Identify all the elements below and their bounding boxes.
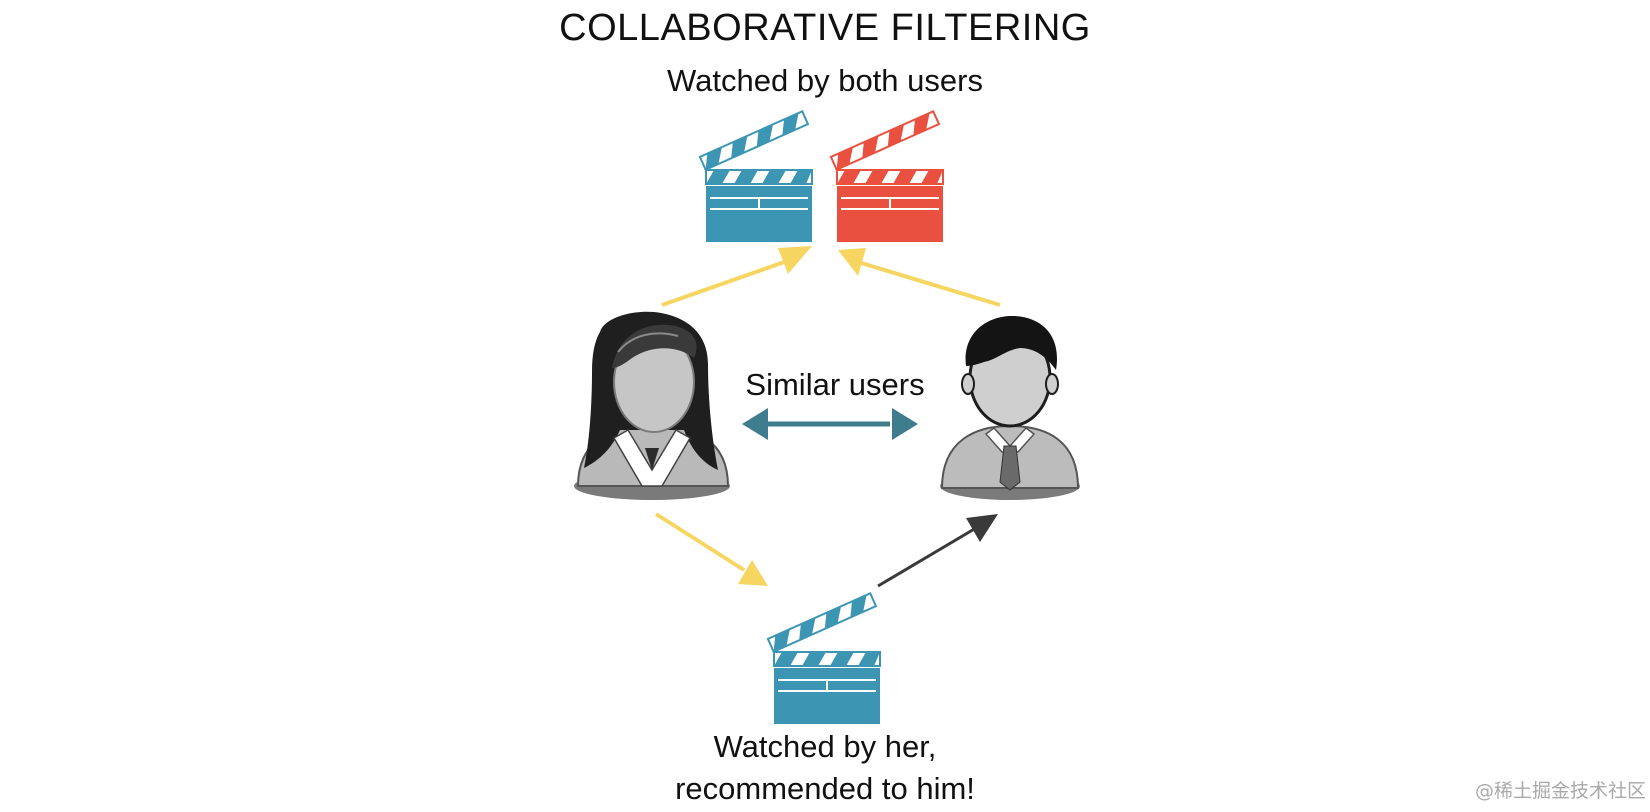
arrow-bottom-movie-to-man [877, 514, 998, 588]
similar-users-caption: Similar users [745, 367, 925, 402]
bottom-caption-line1: Watched by her, [713, 729, 937, 764]
diagram-title: COLLABORATIVE FILTERING [559, 7, 1091, 49]
similar-users-double-arrow [742, 408, 918, 440]
man-user-icon [940, 316, 1080, 500]
bottom-caption-line2: recommended to him! [675, 771, 975, 806]
woman-user-icon [574, 311, 730, 500]
clapperboard-icon-teal-bottom [766, 591, 881, 724]
top-caption: Watched by both users [667, 63, 983, 98]
watermark: @稀土掘金技术社区 [1474, 780, 1646, 802]
clapperboard-icon-teal-top [698, 109, 813, 242]
clapperboard-icon-red-top [829, 109, 944, 242]
arrow-woman-to-bottom-movie [654, 512, 768, 586]
arrow-woman-to-top-movie [661, 246, 812, 307]
arrow-man-to-top-movie [838, 248, 1001, 307]
